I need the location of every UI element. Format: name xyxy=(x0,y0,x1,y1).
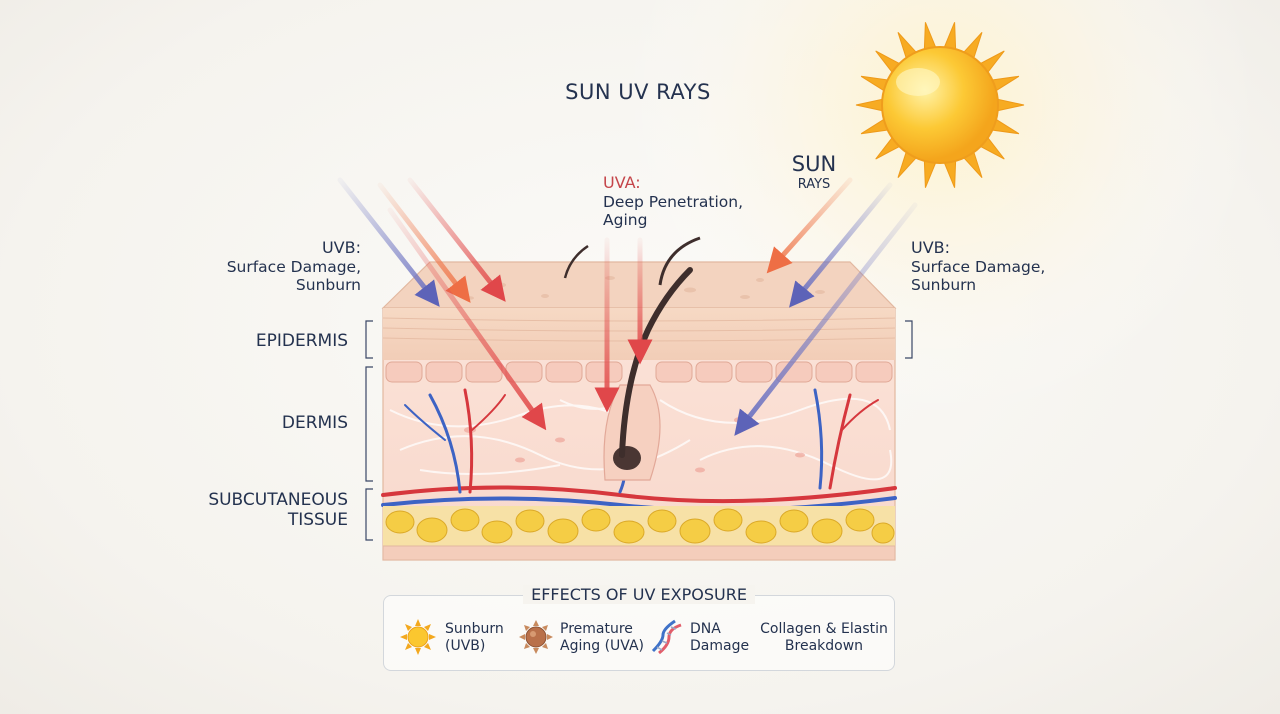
dermis-label: DERMIS xyxy=(281,413,348,433)
subcutaneous-label-line1: SUBCUTANEOUS xyxy=(208,490,348,510)
effect-collagen-line2: Breakdown xyxy=(784,638,864,654)
uvb-right-heading: UVB: xyxy=(911,238,951,257)
uva-arrow-left-1 xyxy=(407,177,506,302)
uva-heading: UVA: xyxy=(603,173,641,192)
fat-cells xyxy=(385,508,895,544)
uva-line1: Deep Penetration, xyxy=(603,193,744,211)
uvb-arrow-left xyxy=(337,177,440,307)
uva-arrow-left-2 xyxy=(387,207,547,431)
sun-label: SUN xyxy=(791,152,837,176)
layer-brackets xyxy=(365,320,913,541)
effect-dna-line1: DNA xyxy=(690,621,721,637)
effect-dna-line2: Damage xyxy=(690,638,750,654)
uvb-right-line2: Sunburn xyxy=(911,276,977,294)
effect-aging-line1: Premature xyxy=(560,621,633,637)
effects-title: EFFECTS OF UV EXPOSURE xyxy=(383,585,895,604)
uvb-right-line1: Surface Damage, xyxy=(911,258,1046,276)
uvb-left-line2: Sunburn xyxy=(295,276,361,294)
uvb-left-heading: UVB: xyxy=(321,238,361,257)
effect-collagen-line1: Collagen & Elastin xyxy=(760,621,888,637)
diagram-title: SUN UV RAYS xyxy=(565,80,711,104)
effect-aging-line2: Aging (UVA) xyxy=(560,638,644,654)
sun-rays-label: RAYS xyxy=(797,177,831,192)
uvb-arrow-right-1 xyxy=(789,182,893,308)
orange-arrow-left xyxy=(377,182,471,303)
epidermis-label: EPIDERMIS xyxy=(255,331,348,351)
effect-sunburn-line2: (UVB) xyxy=(445,638,486,654)
uvb-left-line1: Surface Damage, xyxy=(226,258,361,276)
uvb-arrow-right-2 xyxy=(734,202,918,436)
orange-arrow-right xyxy=(766,177,853,274)
subcutaneous-label-line2: TISSUE xyxy=(287,510,348,530)
effect-sunburn-line1: Sunburn xyxy=(445,621,504,637)
uva-line2: Aging xyxy=(603,211,648,229)
